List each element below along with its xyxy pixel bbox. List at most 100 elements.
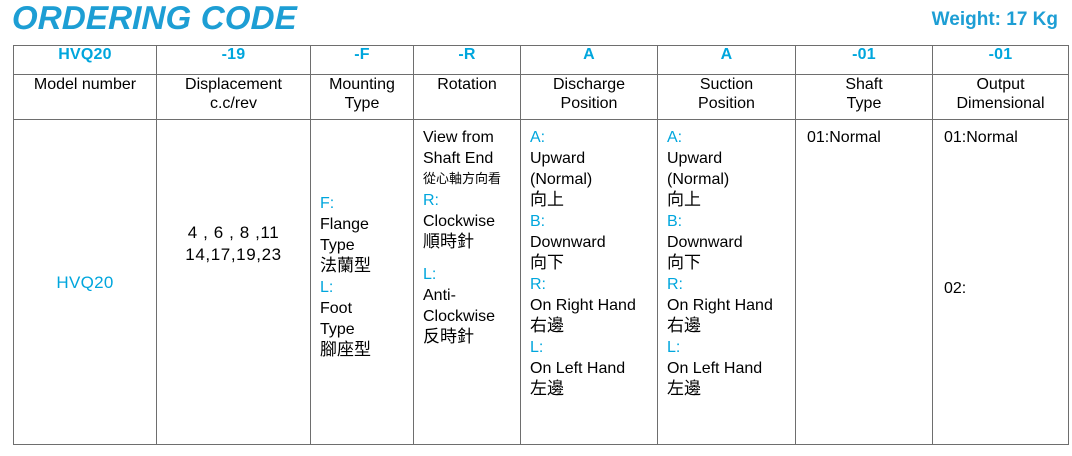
header-cell-shaft-type: Shaft Type (795, 74, 933, 120)
code-cell-displacement: -19 (156, 45, 311, 75)
mounting-type-options: F: Flange Type 法蘭型 L: Foot Type 腳座型 (311, 120, 413, 361)
displacement-values: 4 , 6 , 8 ,11 14,17,19,23 (157, 120, 310, 266)
table-row-code: HVQ20 -19 -F -R A A -01 -01 (13, 45, 1069, 75)
code-cell-mounting-type: -F (310, 45, 414, 75)
rotation-options: View from Shaft End 從心軸方向看 R: Clockwise … (414, 120, 520, 348)
header-text-line1: Discharge (552, 76, 626, 93)
discharge-option-l-cjk: 左邊 (530, 379, 564, 399)
output-dimensional-option-02: 02: (944, 280, 967, 297)
discharge-option-l-key: L: (530, 339, 544, 356)
discharge-option-r-en1: On Right Hand (530, 297, 636, 314)
header-text-line1: Output (976, 76, 1025, 93)
discharge-option-a-cjk: 向上 (530, 190, 564, 210)
rotation-option-r-cjk: 順時針 (423, 232, 474, 252)
rotation-note-line2: Shaft End (423, 150, 494, 167)
header-text-line1: Displacement (185, 76, 282, 93)
rotation-spacer (423, 253, 520, 264)
suction-option-r-key: R: (667, 276, 683, 293)
code-cell-discharge-position: A (520, 45, 658, 75)
displacement-value-line2: 14,17,19,23 (185, 245, 282, 264)
table-row-options: HVQ20 4 , 6 , 8 ,11 14,17,19,23 F: Flang… (13, 119, 1069, 445)
suction-option-a-en2: (Normal) (667, 171, 730, 188)
shaft-type-option-01: 01:Normal (807, 129, 881, 146)
mounting-option-f-en1: Flange (320, 216, 369, 233)
suction-option-l-cjk: 左邊 (667, 379, 701, 399)
rotation-option-l-en2: Clockwise (423, 308, 496, 325)
discharge-option-a-en1: Upward (530, 150, 586, 167)
discharge-option-l-en1: On Left Hand (530, 360, 626, 377)
code-cell-output-dimensional: -01 (932, 45, 1069, 75)
header-cell-displacement: Displacement c.c/rev (156, 74, 311, 120)
mounting-option-l-key: L: (320, 279, 334, 296)
model-number-value-wrap: HVQ20 (14, 120, 156, 456)
suction-option-a-cjk: 向上 (667, 190, 701, 210)
body-cell-mounting-type: F: Flange Type 法蘭型 L: Foot Type 腳座型 (310, 119, 414, 445)
title-bar: ORDERING CODE Weight: 17 Kg (0, 0, 1072, 45)
header-text-line1: Rotation (437, 76, 497, 93)
code-cell-rotation: -R (413, 45, 521, 75)
suction-option-b-en1: Downward (667, 234, 743, 251)
discharge-option-b-key: B: (530, 213, 546, 230)
output-dimensional-option-01: 01:Normal (944, 129, 1018, 146)
header-cell-output-dimensional: Output Dimensional (932, 74, 1069, 120)
suction-option-l-en1: On Left Hand (667, 360, 763, 377)
suction-option-a-en1: Upward (667, 150, 723, 167)
header-cell-rotation: Rotation (413, 74, 521, 120)
table-row-header: Model number Displacement c.c/rev Mounti… (13, 74, 1069, 120)
suction-option-l-key: L: (667, 339, 681, 356)
rotation-option-r-key: R: (423, 192, 439, 209)
suction-options: A: Upward (Normal) 向上 B: Downward 向下 R: … (658, 120, 795, 400)
header-cell-model-number: Model number (13, 74, 157, 120)
suction-option-r-en1: On Right Hand (667, 297, 773, 314)
model-number-value: HVQ20 (56, 272, 114, 292)
mounting-option-l-en1: Foot (320, 300, 353, 317)
discharge-options: A: Upward (Normal) 向上 B: Downward 向下 R: … (521, 120, 657, 400)
mounting-option-f-cjk: 法蘭型 (320, 256, 371, 276)
discharge-option-b-cjk: 向下 (530, 253, 564, 273)
header-text: Model number (33, 76, 137, 93)
header-text-line2: Type (846, 95, 882, 112)
ordering-code-table: HVQ20 -19 -F -R A A -01 -01 Model number… (13, 45, 1069, 445)
header-cell-discharge-position: Discharge Position (520, 74, 658, 120)
mounting-option-l-cjk: 腳座型 (320, 340, 371, 360)
body-cell-displacement: 4 , 6 , 8 ,11 14,17,19,23 (156, 119, 311, 445)
body-cell-rotation: View from Shaft End 從心軸方向看 R: Clockwise … (413, 119, 521, 445)
header-text-line2: Position (698, 95, 755, 112)
code-cell-model-number: HVQ20 (13, 45, 157, 75)
header-text-line1: Suction (699, 76, 754, 93)
header-text-line1: Shaft (845, 76, 883, 93)
body-cell-output-dimensional: 01:Normal 02: (932, 119, 1069, 445)
rotation-option-r-en1: Clockwise (423, 213, 496, 230)
header-cell-suction-position: Suction Position (657, 74, 796, 120)
body-cell-suction-position: A: Upward (Normal) 向上 B: Downward 向下 R: … (657, 119, 796, 445)
header-text-line2: Type (344, 95, 380, 112)
code-cell-shaft-type: -01 (795, 45, 933, 75)
rotation-note-cjk: 從心軸方向看 (423, 172, 502, 187)
weight-label: Weight: 17 Kg (931, 9, 1058, 30)
suction-option-b-cjk: 向下 (667, 253, 701, 273)
discharge-option-a-en2: (Normal) (530, 171, 593, 188)
discharge-option-b-en1: Downward (530, 234, 606, 251)
shaft-type-options: 01:Normal (796, 120, 932, 148)
header-cell-mounting-type: Mounting Type (310, 74, 414, 120)
mounting-option-f-key: F: (320, 195, 335, 212)
body-cell-shaft-type: 01:Normal (795, 119, 933, 445)
displacement-value-line1: 4 , 6 , 8 ,11 (187, 223, 280, 242)
suction-option-a-key: A: (667, 129, 683, 146)
body-cell-discharge-position: A: Upward (Normal) 向上 B: Downward 向下 R: … (520, 119, 658, 445)
discharge-option-r-key: R: (530, 276, 546, 293)
rotation-option-l-cjk: 反時針 (423, 327, 474, 347)
header-text-line2: c.c/rev (209, 95, 258, 112)
rotation-option-l-key: L: (423, 266, 437, 283)
mounting-option-l-en2: Type (320, 321, 355, 338)
rotation-option-l-en1: Anti- (423, 287, 456, 304)
header-text-line2: Position (560, 95, 618, 112)
discharge-option-r-cjk: 右邊 (530, 316, 564, 336)
suction-option-r-cjk: 右邊 (667, 316, 701, 336)
discharge-option-a-key: A: (530, 129, 546, 146)
suction-option-b-key: B: (667, 213, 683, 230)
rotation-note-line1: View from (423, 129, 494, 146)
code-cell-suction-position: A (657, 45, 796, 75)
output-dimensional-options: 01:Normal 02: (933, 120, 1068, 299)
header-text-line2: Dimensional (956, 95, 1045, 112)
